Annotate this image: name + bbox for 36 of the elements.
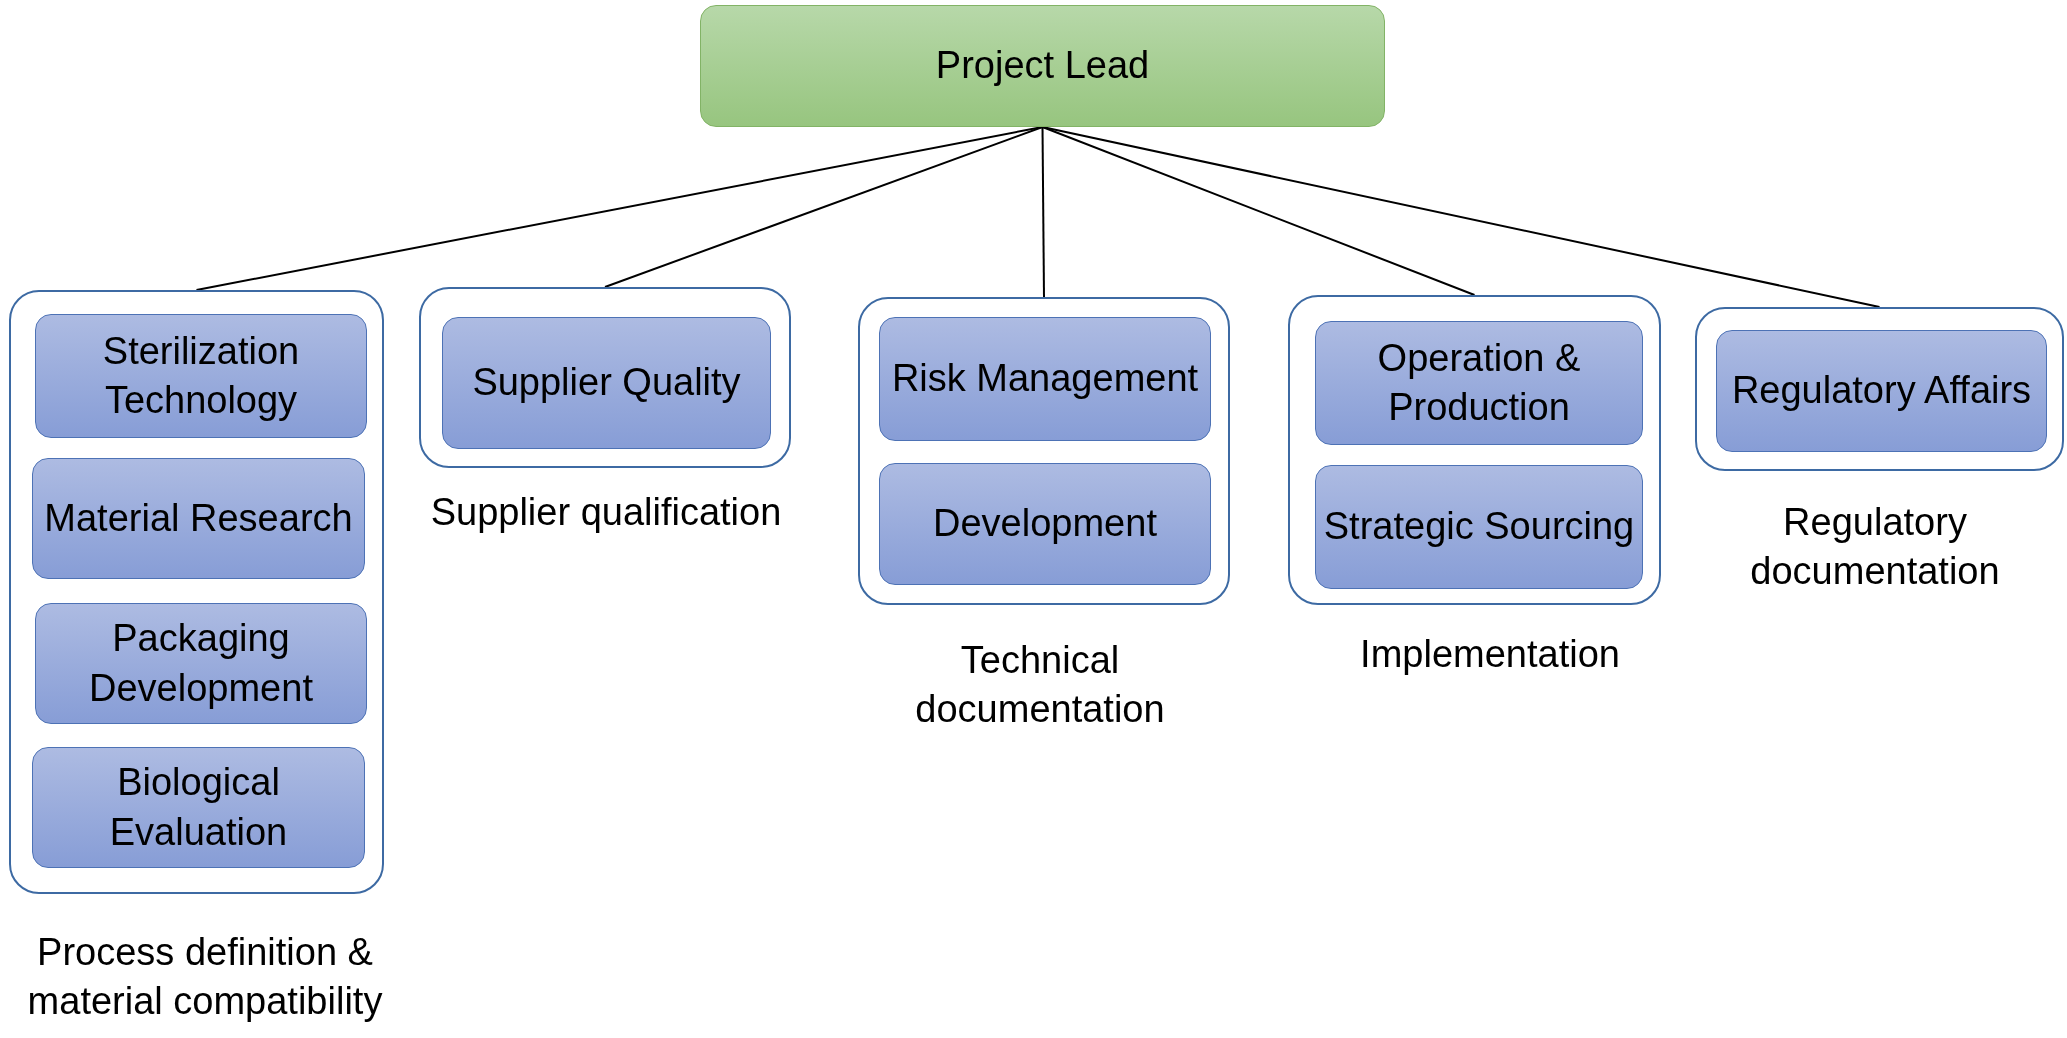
group-frame	[1695, 307, 2064, 471]
team-box	[879, 317, 1211, 441]
team-box	[1315, 321, 1643, 445]
box-label: Supplier Quality	[472, 360, 741, 406]
group-caption: Regulatory documentation	[1749, 500, 2001, 595]
box-label: Packaging Development	[88, 616, 314, 711]
box-label: Material Research	[44, 495, 353, 541]
team-box	[32, 747, 365, 868]
team-box	[442, 317, 771, 449]
lead-box	[700, 5, 1385, 127]
group-frame	[9, 290, 384, 894]
team-box	[35, 314, 367, 438]
team-box	[1315, 465, 1643, 589]
box-label: Strategic Sourcing	[1323, 504, 1635, 550]
group-frame	[858, 297, 1230, 605]
team-box	[879, 463, 1211, 585]
group-caption: Process definition & material compatibility	[26, 930, 384, 1025]
group-caption: Technical documentation	[914, 638, 1166, 733]
connector-line	[604, 126, 1044, 288]
group-frame	[1288, 295, 1661, 605]
box-label: Project Lead	[935, 43, 1150, 89]
connector-line	[1041, 126, 1476, 296]
box-label: Risk Management	[891, 356, 1199, 402]
team-box	[35, 603, 367, 724]
group-caption: Implementation	[1359, 632, 1621, 677]
team-box	[1716, 330, 2047, 452]
box-label: Biological Evaluation	[108, 760, 289, 855]
team-box	[32, 458, 365, 579]
box-label: Regulatory Affairs	[1731, 368, 2032, 414]
box-label: Operation & Production	[1376, 335, 1582, 430]
connector-line	[1041, 126, 1881, 308]
group-caption: Supplier qualification	[430, 490, 782, 535]
box-label: Sterilization Technology	[101, 328, 301, 423]
group-frame	[419, 287, 791, 468]
connector-line	[1041, 126, 1045, 298]
box-label: Development	[933, 501, 1157, 547]
